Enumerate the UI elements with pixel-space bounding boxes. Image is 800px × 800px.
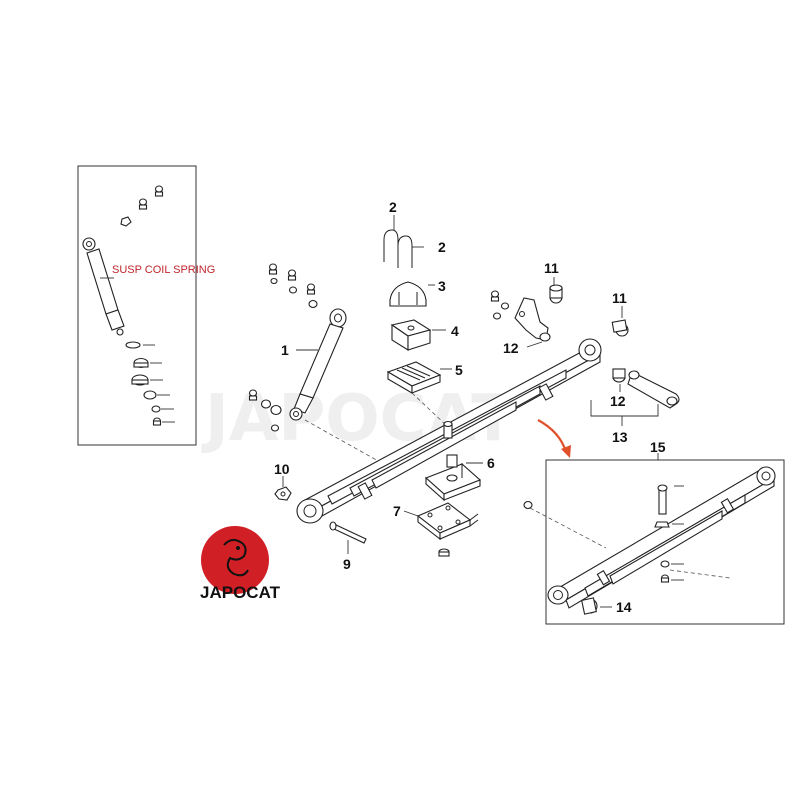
inset-label: SUSP COIL SPRING: [112, 264, 215, 276]
callout-5: 5: [455, 362, 463, 378]
detail-arrow: [537, 419, 568, 453]
shackle-plate: [627, 370, 680, 409]
leader-7: [403, 510, 419, 517]
detail-frame: [545, 459, 785, 625]
inset-bushing-stack: [125, 341, 175, 426]
japocat-logo: JAPOCAT: [200, 526, 281, 602]
inset-coil-spring: SUSP COIL SPRING: [77, 165, 215, 446]
hanger-bracket-12a: [514, 297, 551, 342]
callout-9: 9: [343, 556, 351, 572]
leaf-spring: [296, 338, 602, 524]
logo-text: JAPOCAT: [200, 583, 281, 602]
inset-frame: [77, 165, 197, 446]
callout-12a: 12: [503, 340, 519, 356]
callout-13: 13: [612, 429, 628, 445]
bushing-12b: [612, 368, 626, 383]
callout-6: 6: [487, 455, 495, 471]
front-hanger-fasteners: [490, 290, 510, 320]
inset-shock-absorber: [82, 237, 125, 336]
bump-stop: [389, 281, 427, 307]
bracket-13: [590, 400, 659, 417]
callout-15: 15: [650, 439, 666, 455]
leader-12a: [526, 341, 543, 348]
inset-nut-1: [154, 185, 164, 197]
shock-absorber: [289, 308, 347, 421]
callout-11a: 11: [544, 260, 559, 276]
callout-2a: 2: [389, 199, 397, 215]
u-bolt: [383, 215, 424, 268]
callout-12b: 12: [610, 393, 626, 409]
dash-seat-to-spring: [411, 392, 447, 426]
nut-10: [274, 486, 292, 501]
inset-nut-2: [138, 198, 148, 210]
shock-lower-fasteners: [248, 389, 282, 432]
dash-shock-to-spring: [304, 419, 381, 463]
shackle-bolt: [329, 521, 367, 544]
callout-2b: 2: [438, 239, 446, 255]
spring-pad: [390, 319, 432, 351]
shock-upper-fasteners: [268, 263, 318, 309]
bushing-11a: [549, 284, 563, 304]
callout-7: 7: [393, 503, 401, 519]
bushing-11b: [611, 319, 629, 337]
detail-arrow-head: [561, 445, 571, 458]
bottom-plate: [416, 502, 479, 557]
spring-plate: [424, 454, 482, 502]
callout-14: 14: [616, 599, 632, 615]
detail-leaf-spring-box: [529, 453, 785, 625]
logo-mascot: [223, 539, 249, 577]
spring-seat: [386, 361, 442, 394]
nut-near-detail: [523, 500, 533, 510]
callout-4: 4: [451, 323, 459, 339]
callout-3: 3: [438, 278, 446, 294]
callout-11b: 11: [612, 290, 627, 306]
callout-10: 10: [274, 461, 290, 477]
inset-nut-3: [120, 216, 132, 227]
callout-1: 1: [281, 342, 289, 358]
